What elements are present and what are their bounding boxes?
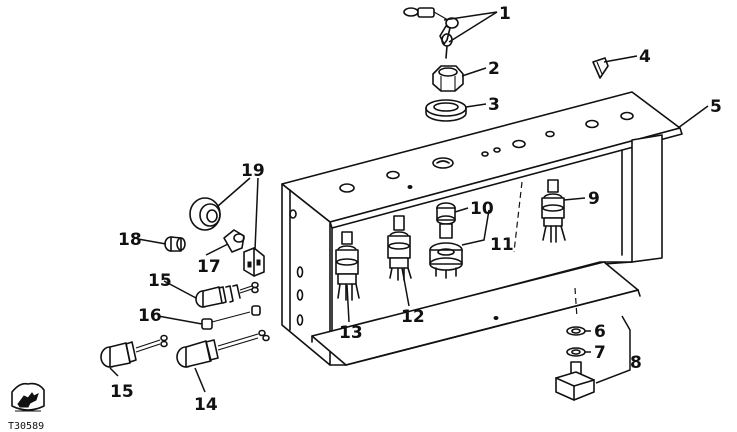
callout-3: 3 <box>488 95 500 115</box>
lock-washer <box>425 99 467 122</box>
push-switch-13 <box>335 231 360 301</box>
lamp-socket-15-upper <box>195 281 259 308</box>
callout-15-lower: 15 <box>110 382 134 402</box>
elbow-fitting-17 <box>223 229 245 253</box>
leader-lines <box>109 11 709 393</box>
deer-logo-icon <box>11 382 45 412</box>
callout-2: 2 <box>488 59 500 79</box>
lamp-socket-15-lower <box>100 334 168 368</box>
catalog-number: T30589 <box>8 421 44 432</box>
callout-11: 11 <box>490 235 514 255</box>
callout-18: 18 <box>118 230 142 250</box>
callout-7: 7 <box>594 343 606 363</box>
callout-labels: 1 2 3 4 5 6 7 8 9 10 11 12 13 14 15 15 1… <box>110 4 722 415</box>
callout-17: 17 <box>197 257 221 277</box>
callout-16: 16 <box>138 306 162 326</box>
callout-10: 10 <box>470 199 494 219</box>
callout-5: 5 <box>710 97 722 117</box>
washer-6 <box>566 326 586 336</box>
lamp-socket-14 <box>176 329 270 368</box>
callout-6: 6 <box>594 322 606 342</box>
callout-4: 4 <box>639 47 651 67</box>
grommet-19 <box>189 197 221 231</box>
small-knob <box>592 57 609 79</box>
washer-7 <box>566 347 586 357</box>
callout-9: 9 <box>588 189 600 209</box>
push-switch-9 <box>541 179 566 243</box>
callout-13: 13 <box>339 323 363 343</box>
ignition-keys <box>403 7 459 59</box>
callout-1: 1 <box>499 4 511 24</box>
rheostat-10 <box>436 202 456 225</box>
callout-19: 19 <box>241 161 265 181</box>
callout-12: 12 <box>401 307 425 327</box>
callout-14: 14 <box>194 395 218 415</box>
connector-19 <box>243 247 265 277</box>
push-switch-12 <box>387 215 412 281</box>
callout-15-upper: 15 <box>148 271 172 291</box>
switch-8 <box>555 361 595 401</box>
bulb-16 <box>201 305 261 330</box>
instrument-panel-bracket <box>281 91 683 366</box>
callout-8: 8 <box>630 353 642 373</box>
hex-nut <box>432 65 464 92</box>
rheostat-body-11 <box>429 223 463 279</box>
plug-18 <box>164 236 186 252</box>
